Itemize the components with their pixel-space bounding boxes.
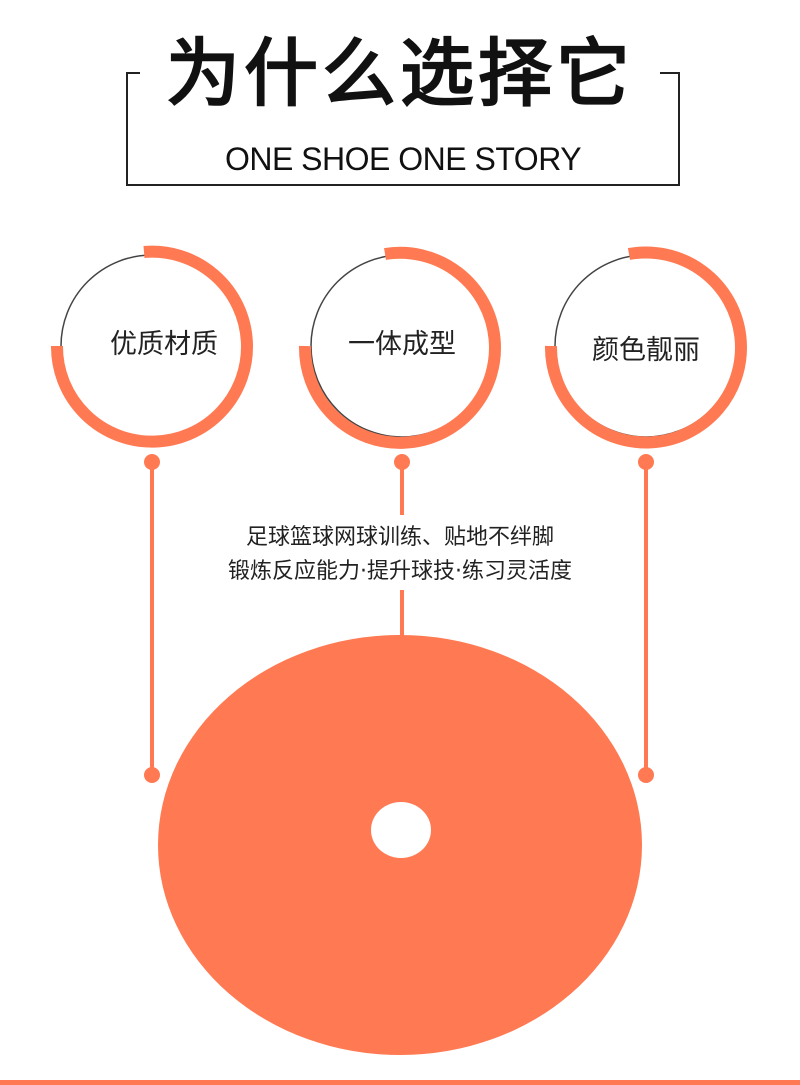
- connector-dot-left-bottom: [144, 767, 160, 783]
- connector-dot-right-bottom: [638, 767, 654, 783]
- feature-label-color: 颜色靓丽: [592, 335, 700, 366]
- feature-label-material: 优质材质: [110, 329, 218, 360]
- connector-dot-right-top: [638, 454, 654, 470]
- ring-1: [50, 245, 253, 448]
- description-line-2: 锻炼反应能力·提升球技·练习灵活度: [228, 559, 572, 584]
- connector-dot-left-top: [144, 454, 160, 470]
- page-subtitle: ONE SHOE ONE STORY: [224, 141, 582, 177]
- connector-dot-center-top: [394, 454, 410, 470]
- bottom-accent-bar: [0, 1080, 800, 1085]
- ring-3-arc: [544, 246, 747, 449]
- description-line-1: 足球篮球网球训练、贴地不绊脚: [245, 525, 554, 550]
- feature-label-molded: 一体成型: [348, 329, 456, 360]
- ring-2: [298, 246, 501, 449]
- ring-2-arc: [298, 246, 501, 449]
- ring-1-arc: [50, 245, 253, 448]
- ring-3: [544, 246, 747, 449]
- disc-marker-hole: [371, 802, 431, 858]
- page-title: 为什么选择它: [140, 28, 660, 120]
